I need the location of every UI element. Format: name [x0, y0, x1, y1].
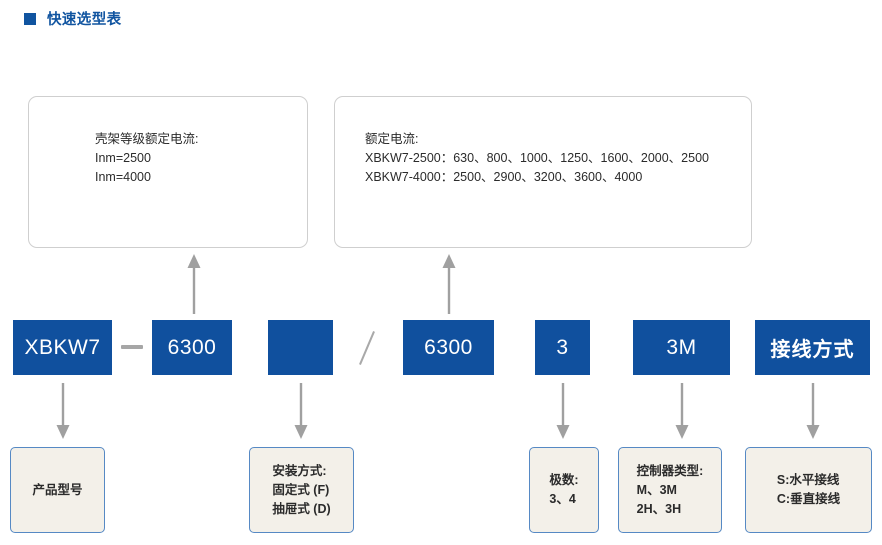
code-wiring-method-label: 接线方式 — [770, 339, 855, 361]
code-wiring-method[interactable]: 接线方式 — [755, 320, 870, 375]
code-rated-current[interactable]: 6300 — [403, 320, 494, 375]
code-product-series[interactable]: XBKW7 — [13, 320, 112, 375]
detail-pole-count-text: 极数: 3、4 — [549, 473, 579, 506]
detail-controller-type-text: 控制器类型: M、3M 2H、3H — [636, 463, 704, 516]
rated-current-box — [334, 96, 752, 248]
arrow-up-frame-rating-icon — [187, 254, 201, 314]
code-frame-rating[interactable]: 6300 — [152, 320, 232, 375]
code-rated-current-label: 6300 — [424, 335, 473, 359]
code-poles[interactable]: 3 — [535, 320, 590, 375]
page-header: 快速选型表 — [24, 8, 122, 29]
arrow-down-product-model-icon — [56, 383, 70, 439]
detail-controller-type: 控制器类型: M、3M 2H、3H — [618, 447, 722, 533]
arrow-down-wiring-method-icon — [806, 383, 820, 439]
arrow-down-mounting-method-icon — [294, 383, 308, 439]
arrow-down-controller-type-icon — [675, 383, 689, 439]
detail-mounting-method: 安装方式: 固定式 (F) 抽屉式 (D) — [249, 447, 354, 533]
rated-current-text: 额定电流: XBKW7-2500：630、800、1000、1250、1600、… — [365, 132, 709, 184]
code-poles-label: 3 — [556, 335, 569, 359]
code-frame-rating-label: 6300 — [167, 335, 217, 359]
detail-wiring-method: S:水平接线 C:垂直接线 — [745, 447, 872, 533]
code-product-series-label: XBKW7 — [24, 335, 101, 359]
frame-rating-current-text: 壳架等级额定电流: Inm=2500 Inm=4000 — [95, 132, 199, 184]
detail-mounting-method-text: 安装方式: 固定式 (F) 抽屉式 (D) — [272, 463, 331, 516]
arrow-up-rated-current-icon — [442, 254, 456, 314]
square-bullet-icon — [24, 12, 36, 25]
code-controller-type[interactable]: 3M — [633, 320, 730, 375]
page-title: 快速选型表 — [47, 12, 122, 28]
dash-separator — [121, 345, 143, 349]
code-mounting-type[interactable] — [268, 320, 333, 375]
slash-separator — [359, 331, 375, 365]
frame-rating-current-box — [28, 96, 308, 248]
detail-product-model-text: 产品型号 — [32, 482, 83, 497]
detail-wiring-method-text: S:水平接线 C:垂直接线 — [776, 473, 841, 506]
arrow-down-pole-count-icon — [556, 383, 570, 439]
code-controller-type-label: 3M — [666, 335, 697, 359]
detail-product-model: 产品型号 — [10, 447, 105, 533]
detail-pole-count: 极数: 3、4 — [529, 447, 599, 533]
